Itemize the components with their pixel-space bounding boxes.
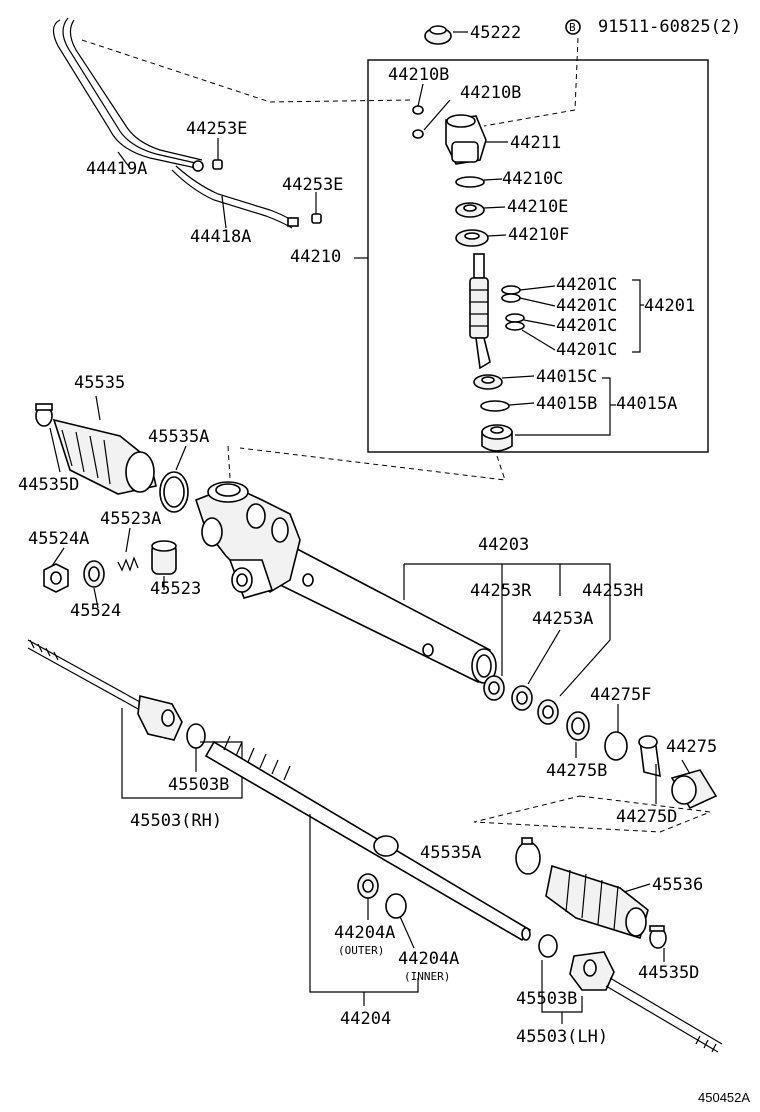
valve-assembly-frame — [367, 59, 709, 453]
label-44203: 44203 — [478, 535, 529, 555]
boot-clamp-44535D-left[interactable] — [35, 403, 53, 427]
label-45535A-2: 45535A — [420, 843, 481, 863]
boot-clamp-44535D-right[interactable] — [649, 925, 667, 949]
boot-clamp-45535A-left[interactable] — [159, 471, 189, 513]
label-44210B-1: 44210B — [388, 65, 449, 85]
boot-clamp-45535A-right[interactable] — [515, 837, 541, 875]
label-44015A: 44015A — [616, 394, 677, 414]
pressure-tube-44418A[interactable] — [171, 165, 299, 229]
label-bolt-ref: 91511-60825(2) — [598, 17, 741, 37]
dust-boot-45535[interactable] — [52, 418, 157, 495]
label-45524A: 45524A — [28, 529, 89, 549]
ring-44253H[interactable] — [537, 699, 559, 725]
o-ring-44210C[interactable] — [455, 176, 485, 188]
label-44535D-2: 44535D — [638, 963, 699, 983]
label-45523: 45523 — [150, 579, 201, 599]
label-44275: 44275 — [666, 737, 717, 757]
bolt-44210B-a[interactable] — [412, 105, 424, 115]
label-44201C-4: 44201C — [556, 340, 617, 360]
label-45535: 45535 — [74, 373, 125, 393]
seal-cup-44015A[interactable] — [481, 424, 513, 452]
control-valve-spool[interactable] — [469, 253, 491, 370]
label-45524: 45524 — [70, 601, 121, 621]
label-44253E-1: 44253E — [186, 119, 247, 139]
label-44211: 44211 — [510, 133, 561, 153]
tie-rod-lh-45503[interactable] — [569, 951, 723, 1053]
label-45503B-1: 45503B — [168, 775, 229, 795]
label-44210: 44210 — [290, 247, 341, 267]
label-44201: 44201 — [644, 296, 695, 316]
label-45222: 45222 — [470, 23, 521, 43]
label-44210C: 44210C — [502, 169, 563, 189]
steering-rack-44204[interactable] — [204, 735, 532, 942]
label-44535D-1: 44535D — [18, 475, 79, 495]
label-45503-lh: 45503(LH) — [516, 1027, 608, 1047]
svg-text:B: B — [569, 21, 576, 34]
label-outer: (OUTER) — [338, 944, 384, 957]
bushing-45503B-rh[interactable] — [186, 723, 206, 749]
valve-housing-44211[interactable] — [445, 114, 487, 165]
spring-45523A[interactable] — [117, 556, 139, 572]
label-45503-rh: 45503(RH) — [130, 811, 222, 831]
rack-housing-44203[interactable] — [195, 481, 497, 684]
label-44210F: 44210F — [508, 225, 569, 245]
seal-44210E[interactable] — [455, 202, 485, 218]
tie-rod-rh-45503[interactable] — [27, 639, 183, 741]
seal-44210F[interactable] — [455, 229, 489, 247]
bushing-44275B[interactable] — [566, 711, 590, 741]
label-44201C-3: 44201C — [556, 316, 617, 336]
label-44204: 44204 — [340, 1009, 391, 1029]
label-44275D: 44275D — [616, 807, 677, 827]
label-45536: 45536 — [652, 875, 703, 895]
label-44015B: 44015B — [536, 394, 597, 414]
bearing-44015C[interactable] — [473, 374, 503, 390]
dust-boot-45536[interactable] — [545, 864, 649, 940]
label-44418A: 44418A — [190, 227, 251, 247]
pressure-tube-44419A[interactable] — [52, 17, 204, 172]
ring-44253A[interactable] — [511, 685, 533, 711]
label-44253A: 44253A — [532, 609, 593, 629]
bushing-44204A-outer[interactable] — [357, 873, 379, 899]
ring-44253R[interactable] — [483, 675, 505, 701]
label-44275B: 44275B — [546, 761, 607, 781]
label-45523A: 45523A — [100, 509, 161, 529]
figure-reference: 450452A — [698, 1090, 750, 1105]
o-ring-44015B[interactable] — [480, 400, 510, 412]
clamp-44253E-b[interactable] — [311, 213, 322, 224]
label-44204A-2: 44204A — [398, 949, 459, 969]
bushing-45503B-lh[interactable] — [538, 934, 558, 958]
label-inner: (INNER) — [404, 970, 450, 983]
cap-44275D[interactable] — [670, 769, 718, 810]
label-45503B-2: 45503B — [516, 989, 577, 1009]
bushing-44275[interactable] — [638, 735, 661, 778]
label-44275F: 44275F — [590, 685, 651, 705]
bushing-44204A-inner[interactable] — [385, 893, 407, 919]
label-44201C-2: 44201C — [556, 296, 617, 316]
nut-45524A[interactable] — [43, 563, 69, 593]
label-44204A-1: 44204A — [334, 923, 395, 943]
bolt-symbol: B — [565, 19, 581, 35]
label-44419A: 44419A — [86, 159, 147, 179]
label-44253R: 44253R — [470, 581, 532, 601]
label-44253E-2: 44253E — [282, 175, 343, 195]
label-44210B-2: 44210B — [460, 83, 521, 103]
label-45535A-1: 45535A — [148, 427, 209, 447]
clamp-44253E-a[interactable] — [212, 159, 223, 170]
guide-45523[interactable] — [151, 540, 177, 575]
bolt-44210B-b[interactable] — [412, 129, 424, 139]
seal-ring-44201C-set[interactable] — [501, 285, 525, 331]
label-44201C-1: 44201C — [556, 275, 617, 295]
label-44253H: 44253H — [582, 581, 643, 601]
ring-44275F[interactable] — [604, 731, 628, 761]
plug-45524[interactable] — [83, 560, 105, 588]
label-44015C: 44015C — [536, 367, 597, 387]
dust-cover-45222[interactable] — [424, 25, 452, 45]
label-44210E: 44210E — [507, 197, 568, 217]
